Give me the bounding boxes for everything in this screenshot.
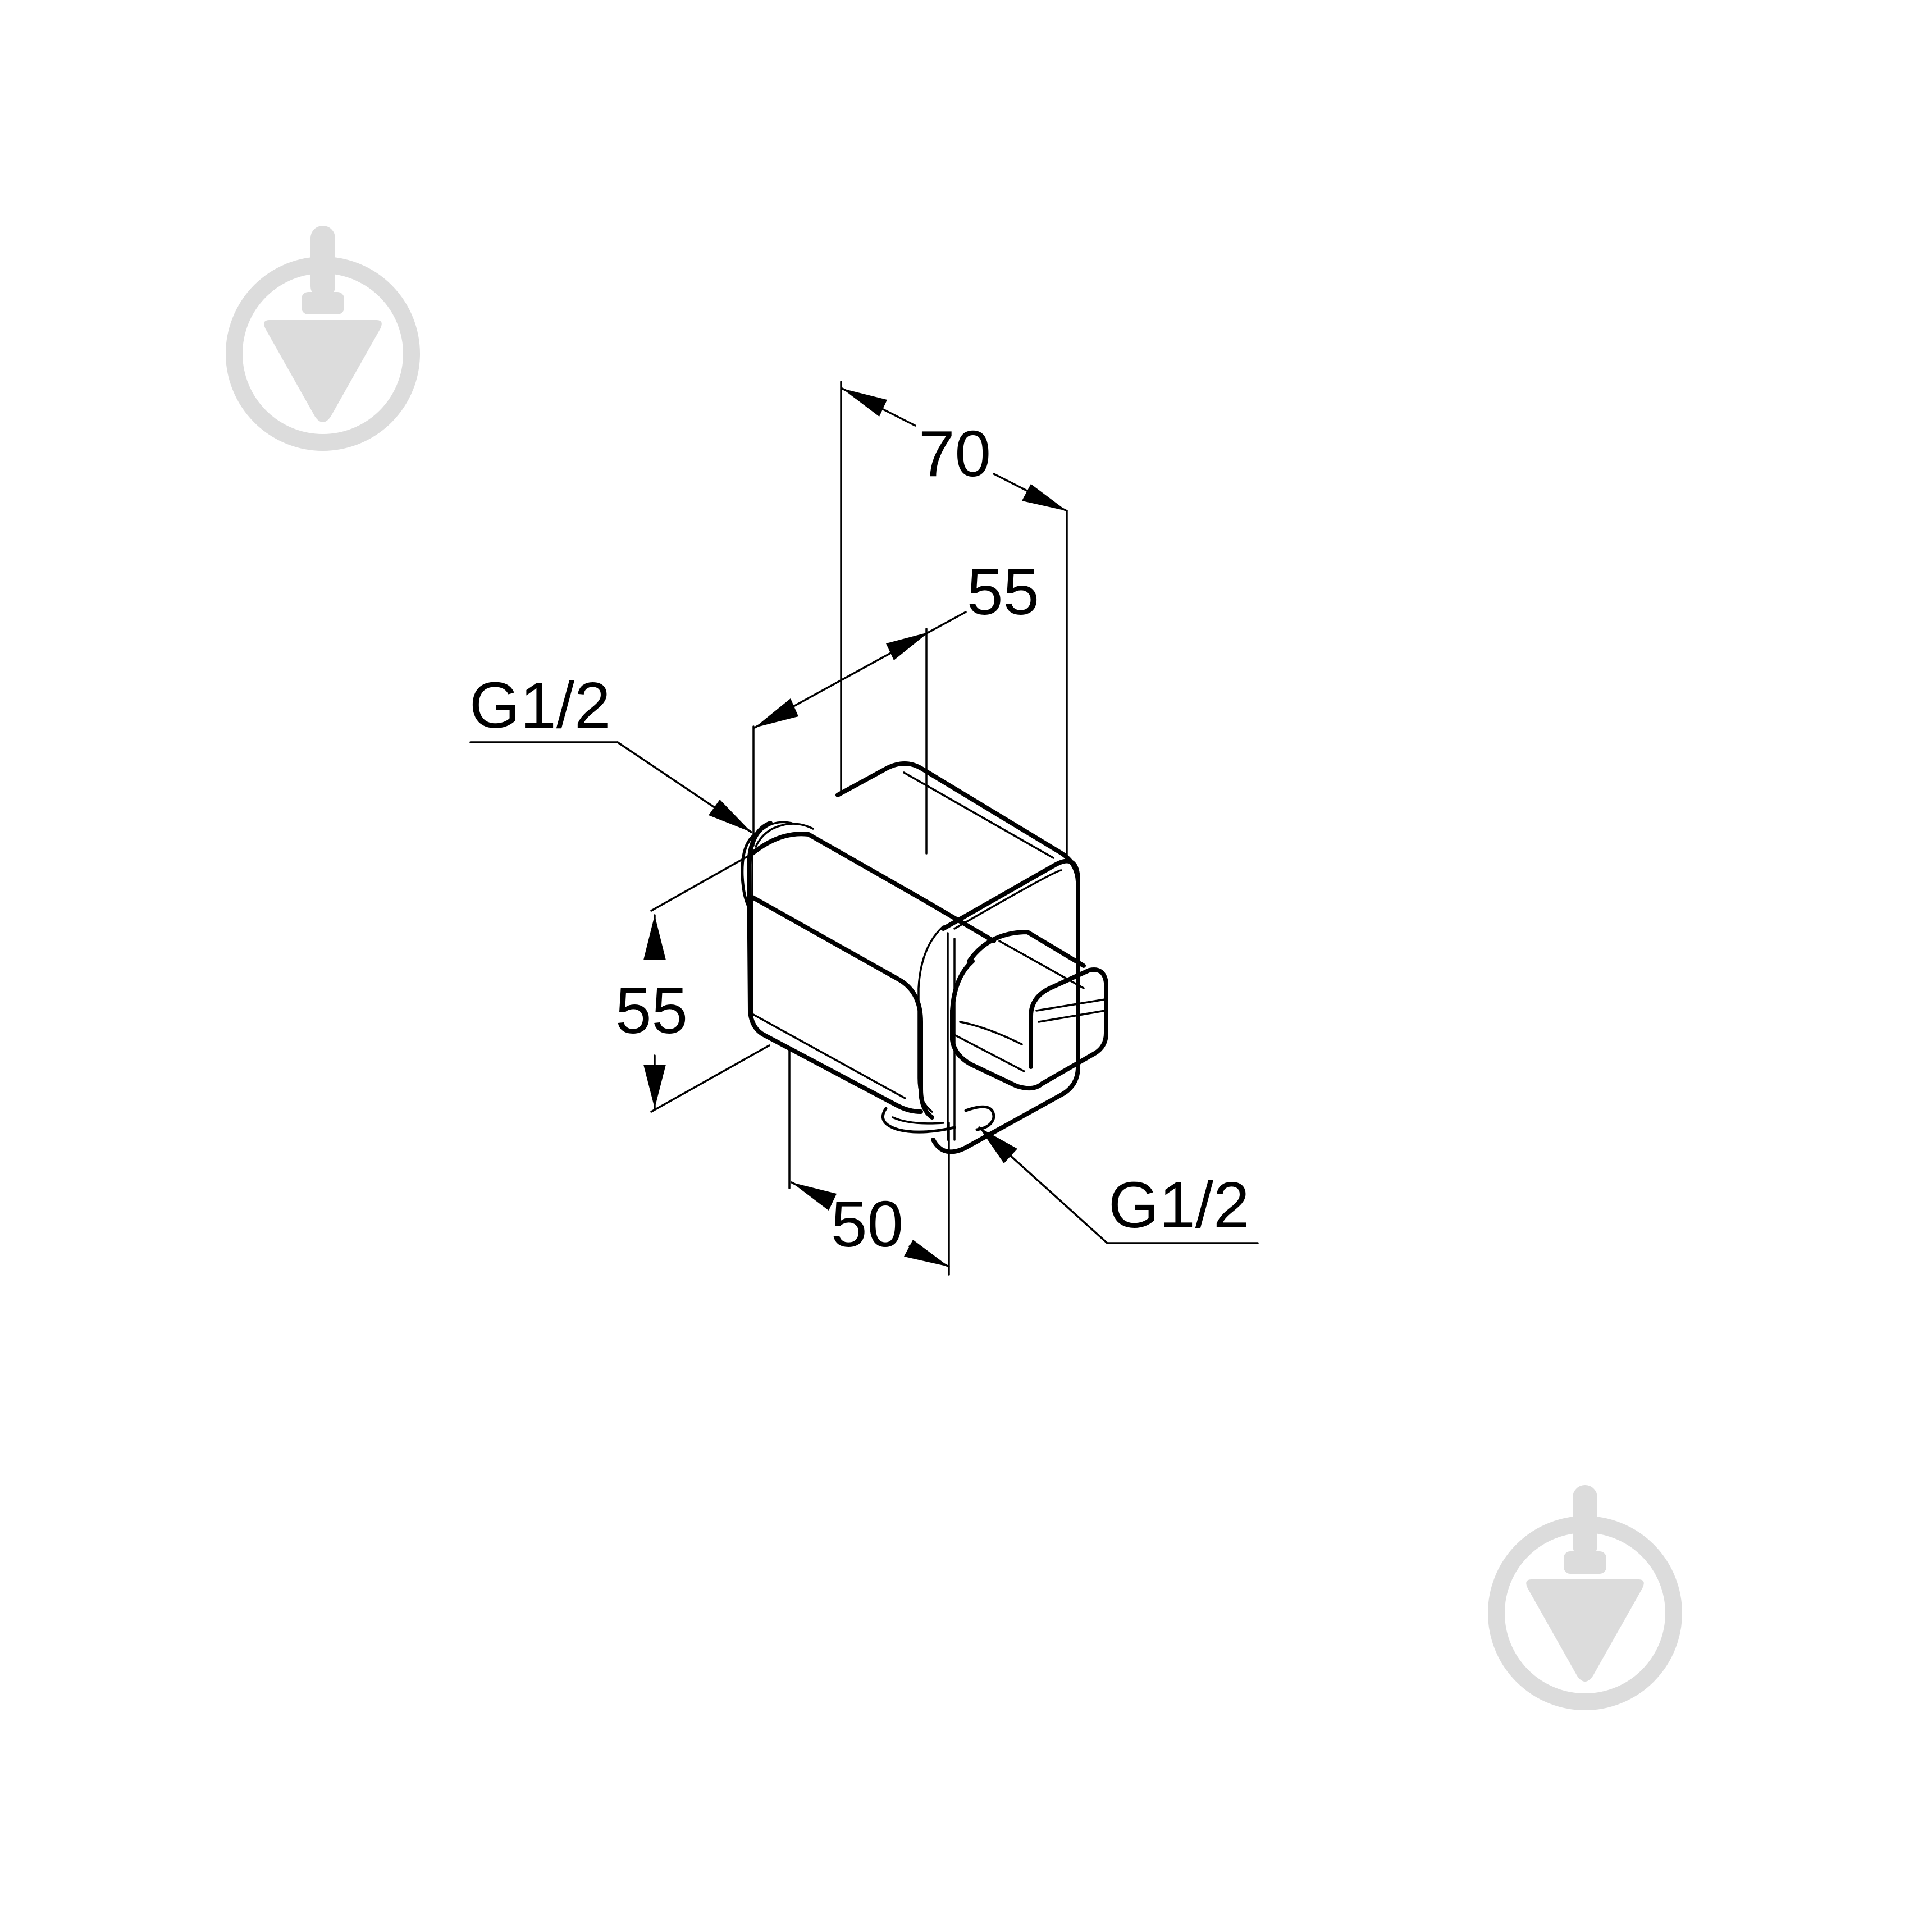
rear-inlet-nipple: [741, 821, 793, 911]
body-top-rear-edge: [835, 761, 1080, 884]
bottom-inlet-nipple: [881, 1105, 995, 1134]
wall-outlet-body: [741, 761, 1108, 1154]
dimension-body-depth: 55: [753, 555, 1039, 729]
outlet-thread-label: G1/2: [1108, 1168, 1249, 1241]
dimension-55-side-label: 55: [615, 974, 688, 1047]
dimension-overall-depth: 70: [841, 387, 1068, 512]
watermark-logo-top-left: [226, 226, 420, 451]
watermark-logo-bottom-right: [1488, 1485, 1682, 1710]
hose-outlet-connector: [950, 930, 1108, 1091]
extension-lines: [650, 381, 1068, 1276]
outlet-thread-callout: G1/2: [978, 1126, 1259, 1244]
dimension-70-label: 70: [919, 417, 991, 490]
dimension-body-height: 55: [615, 914, 688, 1109]
inlet-thread-callout: G1/2: [469, 669, 752, 833]
dimension-50-label: 50: [831, 1187, 903, 1260]
dimension-body-width: 50: [791, 1181, 950, 1268]
inlet-thread-label: G1/2: [469, 669, 610, 742]
body-left-face: [747, 821, 923, 1114]
dimension-55-top-label: 55: [967, 555, 1039, 628]
